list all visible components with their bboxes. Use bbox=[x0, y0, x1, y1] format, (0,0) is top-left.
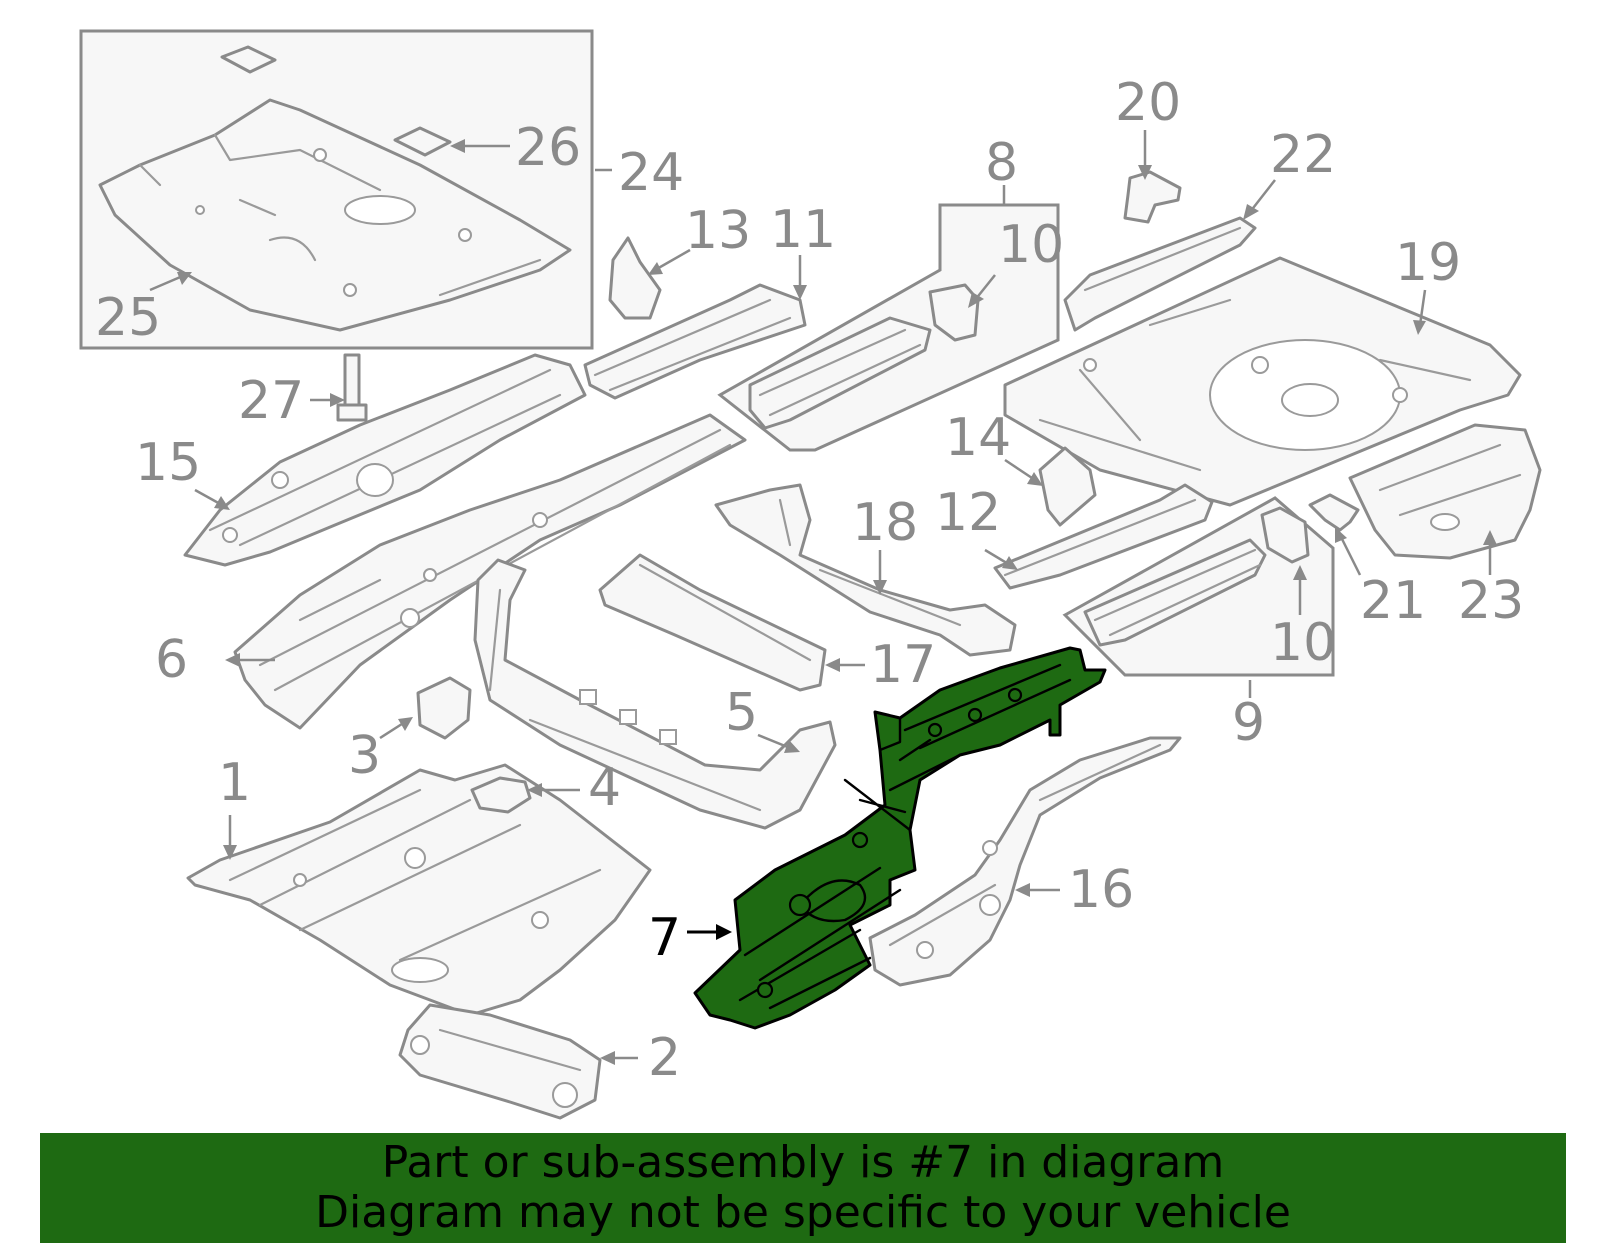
callout-6: 6 bbox=[155, 630, 188, 690]
part-20-bracket bbox=[1123, 170, 1182, 224]
callout-20: 20 bbox=[1115, 73, 1181, 133]
callout-3: 3 bbox=[348, 726, 381, 786]
part-2-member bbox=[398, 1003, 602, 1120]
callout-13: 13 bbox=[685, 201, 751, 261]
callout-10-lower: 10 bbox=[1270, 613, 1336, 673]
callout-23: 23 bbox=[1458, 571, 1524, 631]
part-21-bracket bbox=[1308, 493, 1360, 532]
part-9-crossmember bbox=[1083, 538, 1267, 647]
part-10-bracket-upper bbox=[928, 283, 980, 342]
callout-26: 26 bbox=[515, 118, 581, 178]
part-26-pad-b bbox=[393, 126, 452, 157]
part-22-rail bbox=[1063, 216, 1257, 332]
part-13-bracket bbox=[608, 236, 662, 320]
banner-line-1: Part or sub-assembly is #7 in diagram bbox=[381, 1137, 1225, 1188]
part-15-side-member bbox=[183, 353, 587, 567]
part-26-pad-a bbox=[220, 45, 277, 74]
banner-line-2: Diagram may not be specific to your vehi… bbox=[315, 1187, 1291, 1238]
part-7-highlighted-side-member bbox=[693, 646, 1107, 1030]
part-18-crossmember bbox=[714, 483, 1017, 657]
callout-19: 19 bbox=[1395, 233, 1461, 293]
part-11-rail bbox=[583, 283, 807, 400]
part-16-rear-side-member bbox=[868, 736, 1182, 987]
callout-8: 8 bbox=[985, 133, 1018, 193]
callout-25: 25 bbox=[95, 288, 161, 348]
callout-5: 5 bbox=[725, 683, 758, 743]
callout-12: 12 bbox=[935, 483, 1001, 543]
part-8-crossmember bbox=[748, 316, 932, 430]
leader-lines bbox=[149, 130, 1497, 1065]
part-25-under-cover bbox=[98, 98, 572, 332]
part-14-bracket bbox=[1038, 446, 1097, 527]
part-12-rail bbox=[993, 483, 1214, 590]
callout-21: 21 bbox=[1360, 571, 1426, 631]
part-1-front-floor bbox=[186, 763, 652, 1017]
callout-4: 4 bbox=[588, 758, 621, 818]
callout-10-upper: 10 bbox=[998, 215, 1064, 275]
callout-24: 24 bbox=[618, 143, 684, 203]
part-10-bracket-lower bbox=[1260, 506, 1310, 564]
info-banner: Part or sub-assembly is #7 in diagram Di… bbox=[40, 1133, 1566, 1243]
callout-9: 9 bbox=[1232, 693, 1265, 753]
callout-1: 1 bbox=[218, 753, 251, 813]
callout-labels: 1 2 3 4 5 6 7 8 9 10 10 11 12 13 14 15 1… bbox=[95, 73, 1524, 1088]
part-4-bracket bbox=[470, 776, 532, 814]
part-17-crossmember bbox=[598, 553, 827, 692]
callout-27: 27 bbox=[238, 371, 304, 431]
callout-7: 7 bbox=[648, 908, 681, 968]
callout-11: 11 bbox=[770, 200, 836, 260]
part-3-bracket bbox=[416, 676, 472, 740]
part-5-center-member bbox=[473, 558, 837, 830]
callout-16: 16 bbox=[1068, 860, 1134, 920]
part-27-bolt bbox=[336, 353, 368, 422]
part-19-rear-floor bbox=[1003, 256, 1522, 507]
callout-2: 2 bbox=[648, 1028, 681, 1088]
callout-18: 18 bbox=[852, 493, 918, 553]
callout-15: 15 bbox=[135, 433, 201, 493]
callout-22: 22 bbox=[1270, 125, 1336, 185]
callout-17: 17 bbox=[870, 635, 936, 695]
callout-14: 14 bbox=[945, 408, 1011, 468]
part-23-rear-panel bbox=[1348, 423, 1542, 560]
